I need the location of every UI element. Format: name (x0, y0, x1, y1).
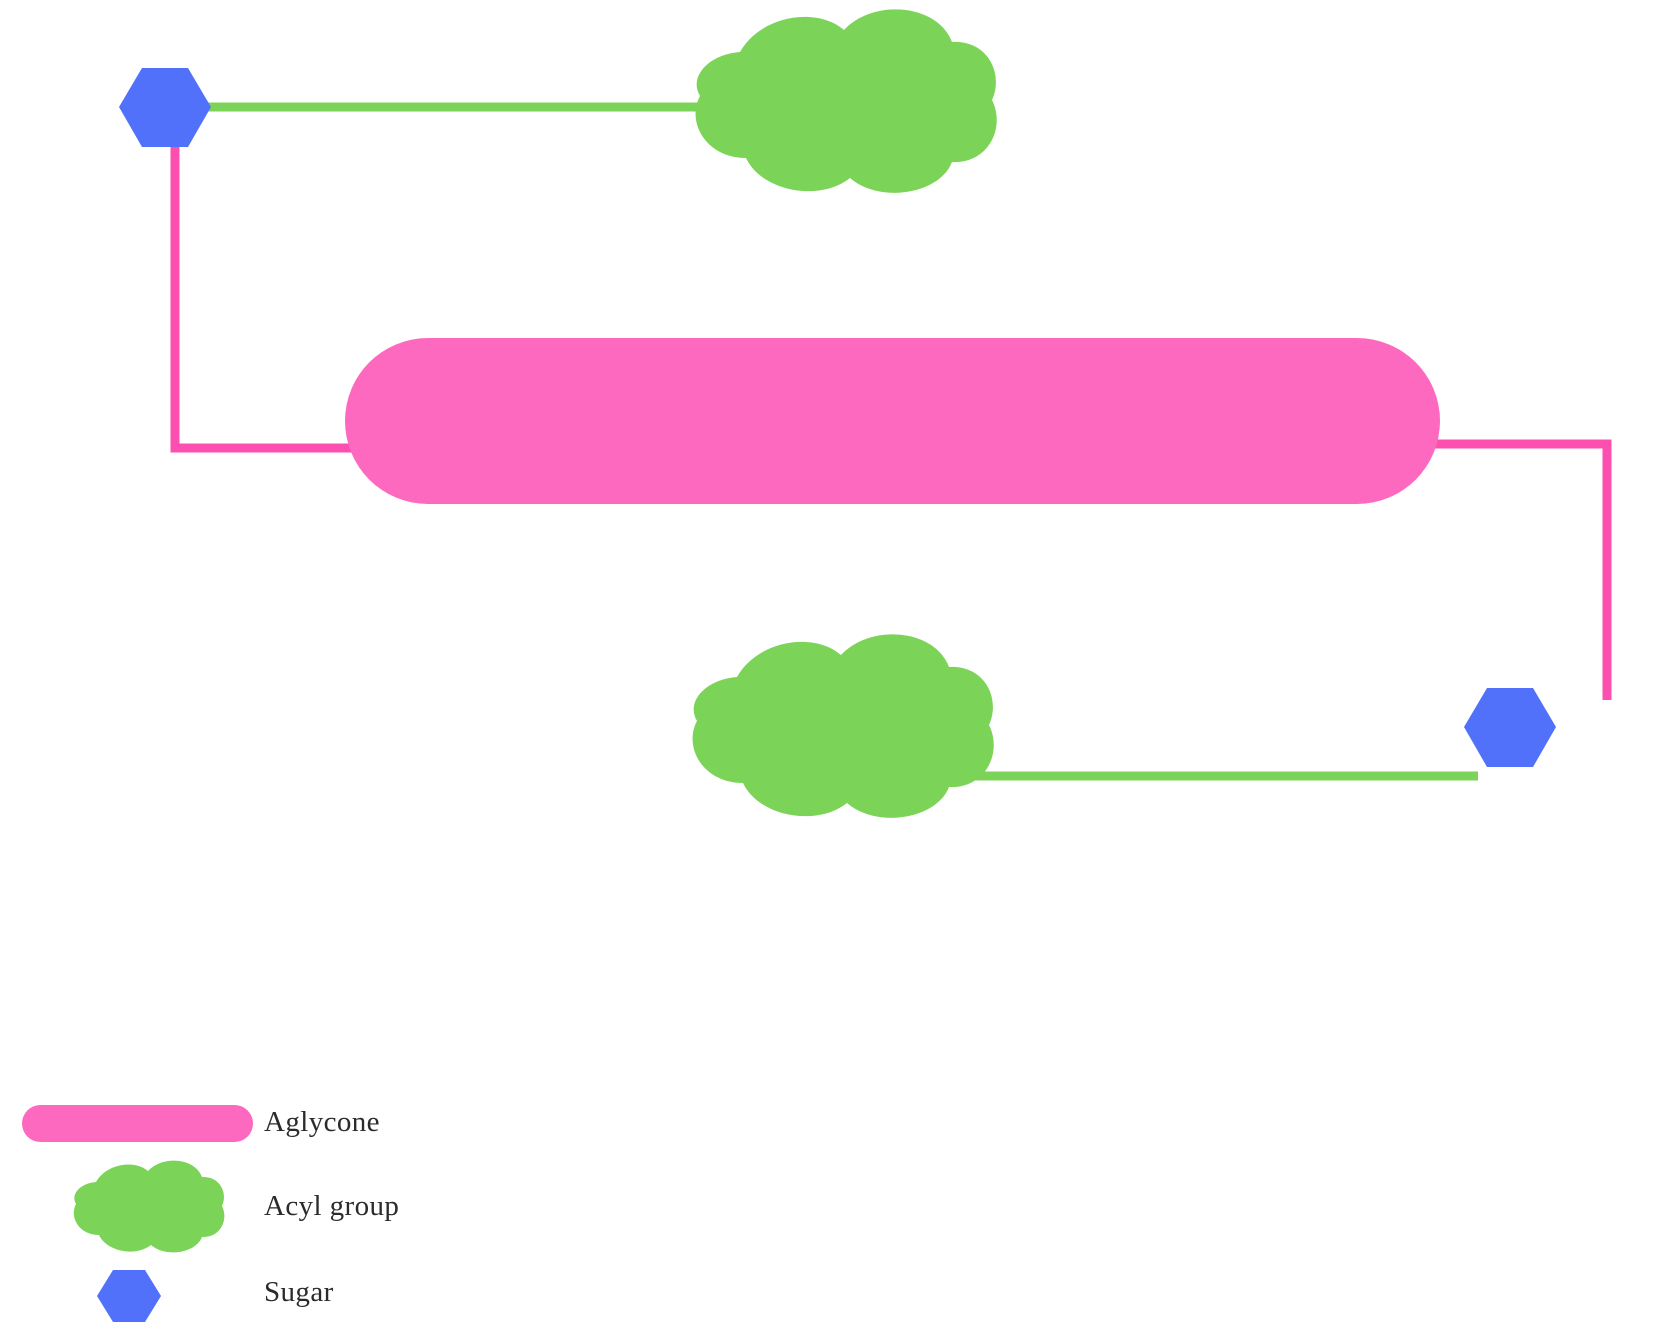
legend-swatches (22, 1105, 253, 1322)
aglycone-bar (345, 338, 1440, 504)
cloud-icon (692, 634, 994, 818)
legend-swatch-sugar (97, 1270, 161, 1322)
aglycone-core[interactable] (345, 338, 1440, 504)
bond-sugar-top-to-aglycone (170, 140, 352, 453)
bond-aglycone-to-sugar-bottom (1434, 439, 1612, 700)
acyl-group-bottom[interactable] (692, 634, 994, 818)
bond-layer (170, 102, 1612, 781)
acyl-group-top[interactable] (695, 9, 997, 193)
cloud-icon (695, 9, 997, 193)
sugar-bottom-right[interactable] (1464, 688, 1556, 767)
legend-swatch-acyl-group (73, 1160, 225, 1253)
node-layer (119, 9, 1556, 818)
legend-label-aglycone: Aglycone (264, 1106, 380, 1138)
legend-swatch-aglycone (22, 1105, 253, 1142)
legend-label-sugar: Sugar (264, 1276, 334, 1308)
legend-label-acyl-group: Acyl group (264, 1190, 400, 1222)
hexagon-icon (1464, 688, 1556, 767)
hexagon-icon (119, 68, 211, 147)
sugar-top-left[interactable] (119, 68, 211, 147)
